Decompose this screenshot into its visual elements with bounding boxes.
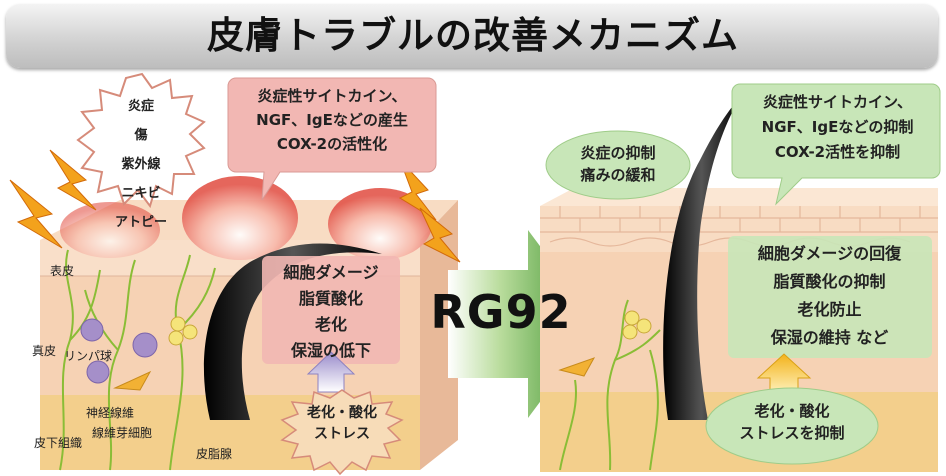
damage-line: 脂質酸化 [298,289,363,308]
title-bar [6,4,938,68]
sebaceous-gland [168,316,198,346]
damage-box [262,256,400,364]
right-hair [663,98,740,420]
right-nerve-fibers [559,299,661,471]
right-callout [731,83,941,206]
burst-item: 炎症 [127,99,154,114]
lightning-bolts [9,149,461,263]
recover-text: 細胞ダメージの回復 脂質酸化の抑制 老化防止 保湿の維持 など [731,240,928,352]
label-dermis: 真皮 [32,344,57,358]
stress-line: ストレス [314,426,370,442]
inflam-line: 炎症の抑制 [580,144,656,162]
label-fibroblast: 線維芽細胞 [92,426,153,440]
damage-line: 老化 [314,315,347,334]
right-sebaceous-gland [622,310,652,340]
burst-item: 傷 [134,128,148,143]
stress-arrow-up [306,351,356,393]
label-nerve: 神経線維 [86,406,135,420]
stress-line: 老化・酸化 [307,405,377,421]
inflam-ellipse [545,130,691,200]
recover-line: 保湿の維持 など [770,328,889,347]
damage-line: 細胞ダメージ [283,263,379,282]
stress-line: 老化・酸化 [754,402,830,420]
label-lymph: リンパ球 [64,349,113,363]
left-skin-side [420,200,458,470]
stress-suppress-text: 老化・酸化 ストレスを抑制 [712,400,872,444]
inflammation-bump [328,188,432,260]
callout-line: NGF、IgEなどの抑制 [761,118,914,136]
rg92-label: RG92 [430,285,572,339]
burst-item: 紫外線 [121,157,161,172]
damage-text: 細胞ダメージ 脂質酸化 老化 保湿の低下 [262,260,400,364]
fibroblast [113,370,152,391]
stress-text: 老化・酸化 ストレス [282,403,402,445]
right-fibroblast [558,357,596,377]
callout-line: NGF、IgEなどの産生 [256,111,408,129]
page-title: 皮膚トラブルの改善メカニズム [207,14,739,57]
recover-box [728,236,932,358]
stress-line: ストレスを抑制 [739,424,845,442]
stress-burst [280,389,404,476]
damage-burst [76,72,206,209]
recover-line: 細胞ダメージの回復 [757,244,902,263]
callout-line: COX-2活性を抑制 [774,143,901,161]
recover-line: 老化防止 [797,300,862,319]
damage-line: 保湿の低下 [290,341,371,360]
label-epidermis: 表皮 [50,264,75,278]
hair [203,243,382,420]
callout-line: 炎症性サイトカイン、 [762,93,913,111]
inflammation-bump [60,202,160,258]
label-sebaceous: 皮脂腺 [196,447,233,461]
burst-text: 炎症 傷 紫外線 ニキビ アトピー [96,92,186,237]
inflammation-bump [182,176,298,260]
inflam-text: 炎症の抑制 痛みの緩和 [554,142,682,186]
recover-line: 脂質酸化の抑制 [773,272,886,291]
burst-item: アトピー [114,215,167,230]
callout-line: 炎症性サイトカイン、 [257,87,407,105]
label-subcutaneous: 皮下組織 [34,436,83,450]
right-callout-text: 炎症性サイトカイン、 NGF、IgEなどの抑制 COX-2活性を抑制 [740,90,935,165]
burst-item: ニキビ [121,186,161,201]
left-callout [227,77,437,201]
lymphocytes [80,318,158,384]
callout-line: COX-2の活性化 [276,135,388,153]
inflam-line: 痛みの緩和 [580,166,656,184]
left-callout-text: 炎症性サイトカイン、 NGF、IgEなどの産生 COX-2の活性化 [230,84,434,156]
stress-suppress-ellipse [705,387,879,465]
